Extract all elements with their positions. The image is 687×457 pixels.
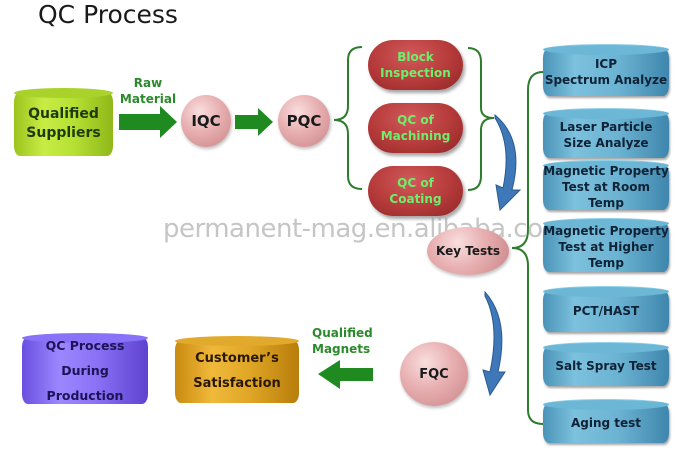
arrow-supplier-to-iqc <box>119 106 177 138</box>
test-line1: Magnetic Property <box>543 223 669 238</box>
test-line1: Laser Particle <box>559 119 653 134</box>
magnets-label-line2: Magnets <box>312 342 371 357</box>
curved-arrow-to-key-tests <box>494 113 522 212</box>
watermark: permanent-mag.en.alibaba.com <box>163 214 568 244</box>
brace-checks-right <box>467 47 495 191</box>
test-salt-spray: Salt Spray Test <box>543 342 669 386</box>
test-line2: Size Analyze <box>563 136 649 150</box>
raw-label-line1: Raw <box>133 76 163 90</box>
pqc-check-machining: QC of Machining <box>368 103 463 153</box>
pqc-node: PQC <box>278 95 330 147</box>
check-line1: QC of <box>397 175 434 190</box>
test-line2: Test at Room Temp <box>561 179 651 211</box>
test-icp-spectrum: ICP Spectrum Analyze <box>543 44 669 96</box>
test-line2: Spectrum Analyze <box>544 73 668 87</box>
test-line1: Magnetic Property <box>543 163 669 178</box>
raw-label-line2: Material <box>119 92 177 107</box>
test-line1: PCT/HAST <box>572 303 640 318</box>
test-line1: Salt Spray Test <box>555 358 657 373</box>
brace-key-tests <box>511 71 544 425</box>
magnets-label-line1: Qualified <box>312 326 373 340</box>
fqc-node: FQC <box>400 342 468 406</box>
check-line2: Coating <box>389 192 442 206</box>
arrow-fqc-to-customer <box>318 360 373 389</box>
raw-material-label: Raw Material <box>118 75 178 107</box>
check-line2: Inspection <box>380 66 451 80</box>
customer-line1: Customer’s <box>195 350 279 366</box>
summary-line1: QC Process <box>45 338 125 353</box>
check-line2: Machining <box>380 129 451 143</box>
test-line1: ICP <box>594 56 618 71</box>
iqc-node: IQC <box>181 95 231 147</box>
test-pct-hast: PCT/HAST <box>543 286 669 332</box>
arrow-iqc-to-pqc <box>235 108 273 136</box>
supplier-line2: Suppliers <box>26 125 101 141</box>
brace-pqc-checks <box>333 46 363 190</box>
page-title: QC Process <box>38 0 178 29</box>
summary-line2: During Production <box>46 363 124 403</box>
key-tests-node: Key Tests <box>427 227 509 275</box>
test-line1: Aging test <box>570 415 642 430</box>
check-line1: QC of <box>397 112 434 127</box>
supplier-line1: Qualified <box>28 106 99 123</box>
customer-line2: Satisfaction <box>193 375 281 391</box>
test-line2: Test at Higher Temp <box>558 239 654 271</box>
test-aging: Aging test <box>543 399 669 443</box>
check-line1: Block <box>397 49 434 64</box>
qualified-magnets-label: Qualified Magnets <box>312 325 376 357</box>
curved-arrow-to-fqc <box>482 290 506 397</box>
pqc-check-coating: QC of Coating <box>368 166 463 216</box>
